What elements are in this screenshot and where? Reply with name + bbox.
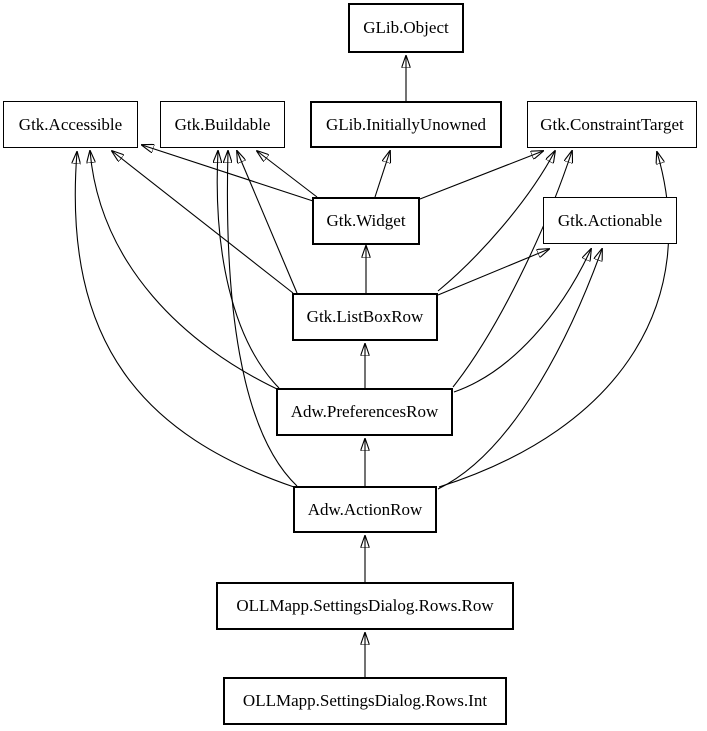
node-ollmapp-settingsdialog-rows-int: OLLMapp.SettingsDialog.Rows.Int — [223, 677, 507, 725]
edge-adw-preferencesrow-to-gtk-actionable — [453, 249, 591, 393]
edge-adw-actionrow-to-gtk-buildable — [227, 151, 298, 487]
edge-gtk-listboxrow-to-gtk-buildable — [237, 151, 298, 294]
edge-adw-preferencesrow-to-gtk-constrainttarget — [452, 151, 572, 388]
node-gtk-buildable: Gtk.Buildable — [160, 101, 285, 148]
node-gtk-listboxrow: Gtk.ListBoxRow — [292, 293, 438, 341]
edge-gtk-widget-to-gtk-buildable — [257, 151, 318, 198]
node-gtk-actionable: Gtk.Actionable — [543, 197, 677, 244]
edge-adw-preferencesrow-to-gtk-buildable — [217, 151, 280, 389]
node-gtk-accessible: Gtk.Accessible — [3, 101, 138, 148]
edge-gtk-widget-to-gtk-constrainttarget — [419, 151, 543, 200]
edge-adw-actionrow-to-gtk-actionable — [437, 249, 602, 490]
edge-adw-actionrow-to-gtk-accessible — [75, 152, 295, 488]
node-ollmapp-settingsdialog-rows-row: OLLMapp.SettingsDialog.Rows.Row — [216, 582, 514, 630]
edge-gtk-listboxrow-to-gtk-accessible — [112, 151, 294, 294]
node-gtk-constrainttarget: Gtk.ConstraintTarget — [527, 101, 697, 148]
edge-gtk-widget-to-glib-initiallyunowned — [374, 151, 390, 198]
edge-adw-preferencesrow-to-gtk-accessible — [90, 151, 278, 390]
edge-gtk-listboxrow-to-gtk-constrainttarget — [437, 151, 555, 292]
edge-gtk-listboxrow-to-gtk-actionable — [437, 249, 549, 296]
node-glib-initiallyunowned: GLib.InitiallyUnowned — [310, 101, 502, 148]
node-gtk-widget: Gtk.Widget — [312, 197, 420, 245]
node-glib-object: GLib.Object — [348, 3, 464, 53]
node-adw-preferencesrow: Adw.PreferencesRow — [276, 388, 453, 436]
node-adw-actionrow: Adw.ActionRow — [293, 486, 437, 533]
